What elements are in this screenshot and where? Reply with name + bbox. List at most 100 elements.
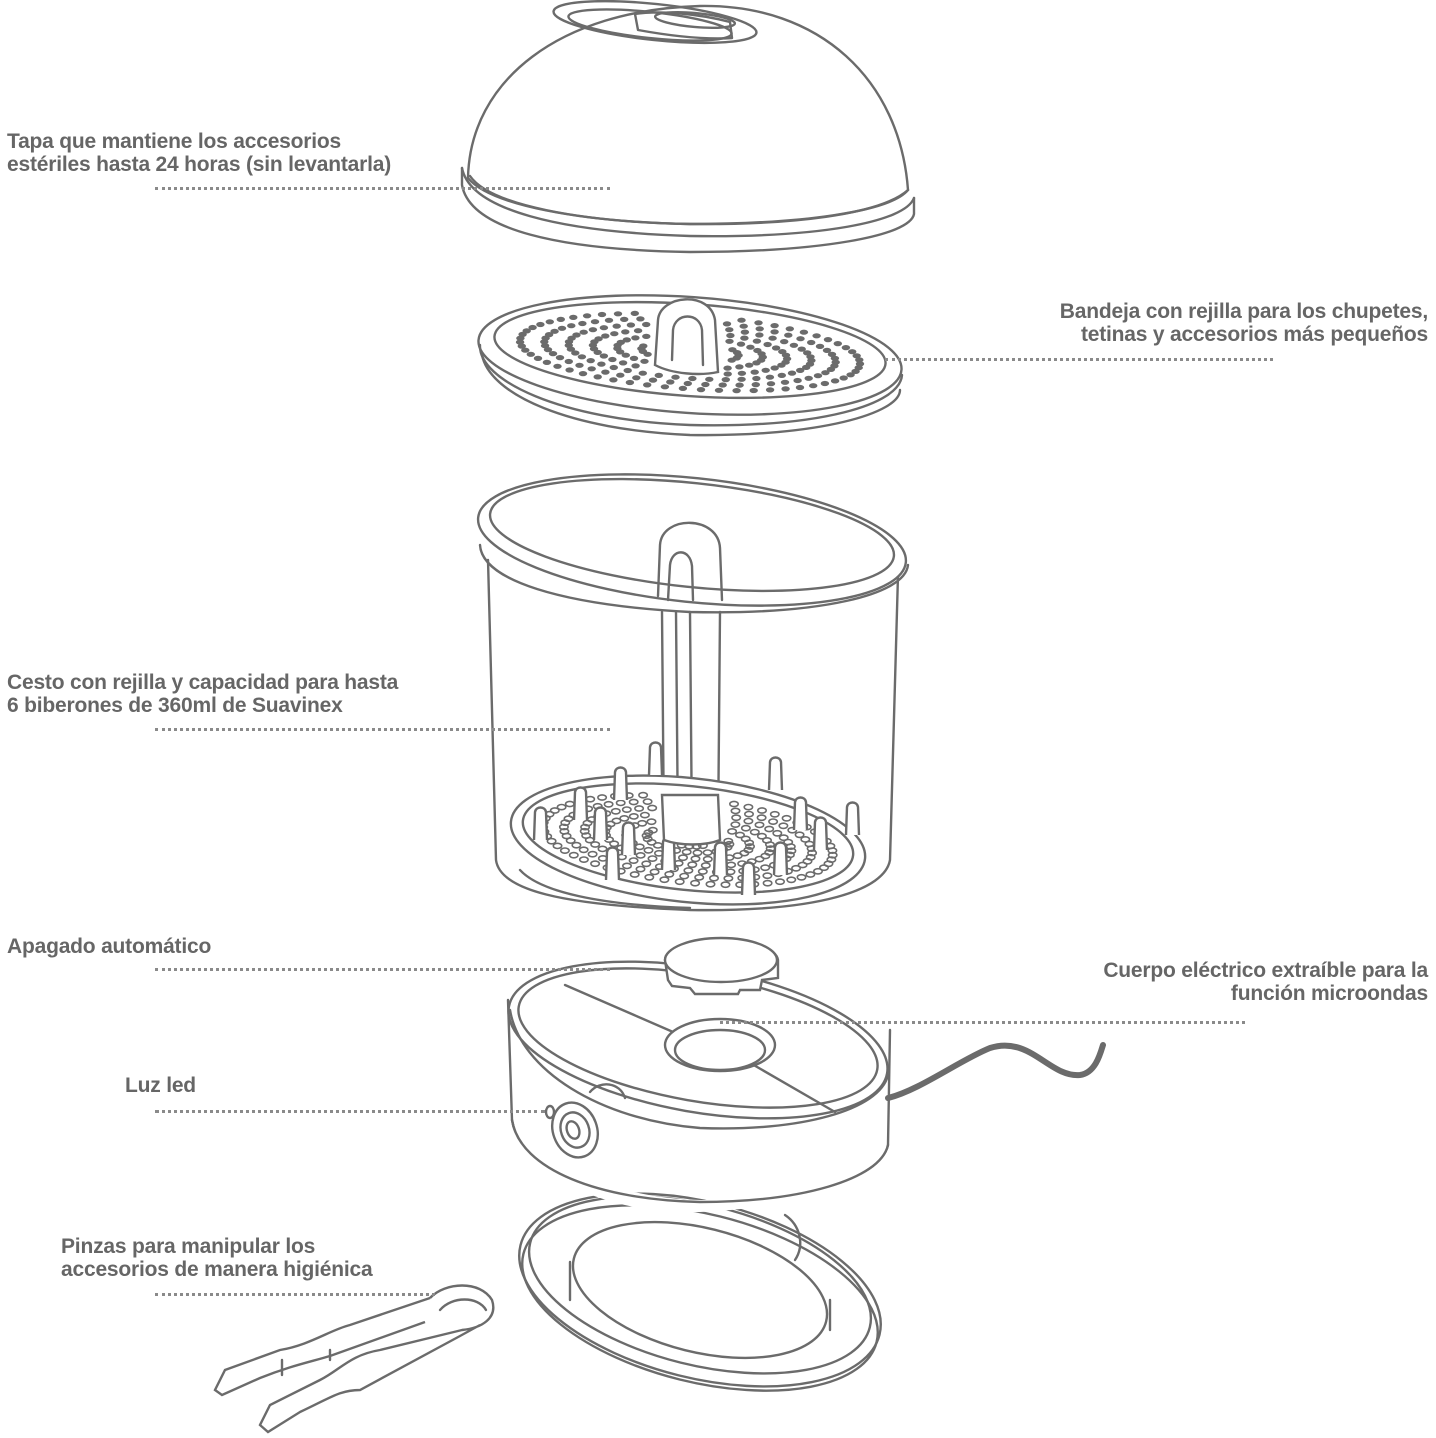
bottle-peg xyxy=(612,766,629,801)
perforation-hole xyxy=(546,837,557,845)
perforation-hole xyxy=(772,829,783,837)
perforation-hole xyxy=(536,321,545,328)
perforation-hole xyxy=(722,321,732,327)
bottle-peg xyxy=(767,756,784,791)
perforation-hole xyxy=(848,349,857,355)
perforation-hole xyxy=(827,351,837,357)
perforation-hole xyxy=(639,343,648,349)
perforation-hole xyxy=(774,878,785,886)
perforation-hole xyxy=(839,375,848,381)
perforation-hole xyxy=(769,810,780,818)
perforation-hole xyxy=(852,353,861,359)
perforation-hole xyxy=(632,375,641,381)
perforation-hole xyxy=(579,827,590,835)
perforation-hole xyxy=(739,323,748,329)
bottle-peg xyxy=(772,841,789,876)
perforation-hole xyxy=(714,387,724,393)
perforation-hole xyxy=(571,350,580,356)
perforation-hole xyxy=(556,316,565,322)
perforation-hole xyxy=(752,375,761,382)
callout-tray: Bandeja con rejilla para los chupetes, t… xyxy=(1060,300,1428,346)
perforation-hole xyxy=(728,800,739,808)
perforation-hole xyxy=(556,803,567,811)
perforation-hole xyxy=(610,807,621,815)
perforation-hole xyxy=(623,367,632,374)
perforation-hole xyxy=(851,368,860,374)
perforation-hole xyxy=(533,355,543,361)
callout-tongs-line-2: accesorios de manera higiénica xyxy=(61,1258,373,1281)
perforation-hole xyxy=(749,828,760,836)
perforation-hole xyxy=(593,374,602,380)
perforation-hole xyxy=(688,375,697,382)
perforation-hole xyxy=(613,311,623,317)
perforation-hole xyxy=(797,346,806,352)
perforation-hole xyxy=(702,849,713,856)
perforation-hole xyxy=(705,880,716,888)
callout-lid: Tapa que mantiene los accesorios estéril… xyxy=(7,130,391,176)
perforation-hole xyxy=(754,821,765,829)
perforation-hole xyxy=(639,811,650,819)
perforation-hole xyxy=(752,360,761,366)
perforation-hole xyxy=(612,323,621,329)
perforation-hole xyxy=(730,807,741,815)
perforation-hole xyxy=(830,378,840,384)
perforation-hole xyxy=(621,329,630,335)
perforation-hole xyxy=(732,350,742,356)
perforation-hole xyxy=(791,864,802,872)
perforation-hole xyxy=(599,353,609,359)
callout-basket-line-2: 6 biberones de 360ml de Suavinex xyxy=(7,694,343,717)
leader-led xyxy=(155,1110,545,1113)
perforation-hole xyxy=(644,873,655,881)
perforation-hole xyxy=(797,861,808,869)
perforation-hole xyxy=(604,317,614,323)
perforation-hole xyxy=(705,376,714,382)
perforation-hole xyxy=(818,864,829,872)
perforation-hole xyxy=(577,354,587,360)
perforation-hole xyxy=(630,310,639,316)
perforation-hole xyxy=(768,818,779,825)
led-light xyxy=(544,1104,556,1120)
callout-lid-line-1: Tapa que mantiene los accesorios xyxy=(7,130,341,153)
leader-lid xyxy=(155,187,610,190)
power-button xyxy=(551,1101,599,1159)
perforation-hole xyxy=(646,818,657,826)
perforation-hole xyxy=(780,339,789,345)
perforation-hole xyxy=(543,347,553,353)
perforation-hole xyxy=(638,370,647,376)
perforation-hole xyxy=(648,377,658,383)
perforation-hole xyxy=(580,823,591,831)
perforation-hole xyxy=(626,322,636,328)
callout-body-line-1: Cuerpo eléctrico extraíble para la xyxy=(1103,959,1428,982)
bottle-peg xyxy=(592,806,609,841)
perforation-hole xyxy=(765,374,775,380)
perforation-hole xyxy=(642,835,653,843)
perforation-hole xyxy=(628,798,639,806)
perforation-hole xyxy=(597,361,606,367)
perforation-hole xyxy=(744,839,755,847)
perforation-hole xyxy=(757,351,766,357)
perforation-hole xyxy=(563,815,574,823)
perforation-hole xyxy=(760,864,771,872)
perforation-hole xyxy=(754,320,763,326)
perforation-hole xyxy=(565,367,574,373)
perforation-hole xyxy=(725,338,734,344)
perforation-hole xyxy=(743,810,754,818)
callout-basket-line-1: Cesto con rejilla y capacidad para hasta xyxy=(7,671,399,694)
perforation-hole xyxy=(761,367,770,373)
bottle-peg xyxy=(620,821,637,856)
perforation-hole xyxy=(735,382,744,388)
perforation-hole xyxy=(826,366,836,372)
perforation-hole xyxy=(681,848,692,856)
perforation-hole xyxy=(564,358,573,365)
perforation-hole xyxy=(796,873,807,881)
perforation-hole xyxy=(820,380,830,387)
leader-auto-off xyxy=(155,968,610,971)
perforation-hole xyxy=(745,362,754,368)
tray-perforations xyxy=(515,310,865,394)
perforation-hole xyxy=(727,357,736,363)
callout-tray-line-1: Bandeja con rejilla para los chupetes, xyxy=(1059,300,1428,323)
perforation-hole xyxy=(721,377,730,383)
perforation-hole xyxy=(666,379,675,385)
perforation-hole xyxy=(737,376,746,382)
perforation-hole xyxy=(737,370,747,376)
